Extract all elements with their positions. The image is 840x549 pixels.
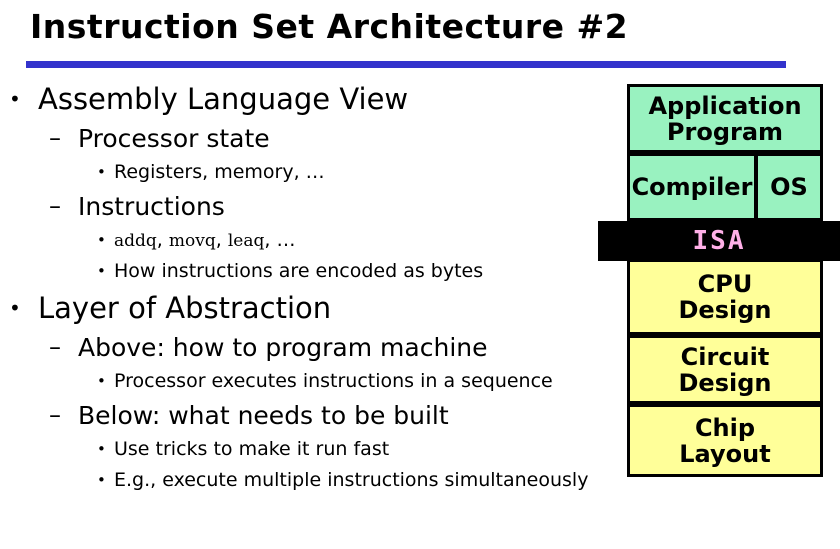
bullet-text: Above: how to program machine [78, 333, 488, 362]
layer-box-compiler: Compiler [627, 153, 757, 221]
bullet-item: • E.g., execute multiple instructions si… [0, 465, 640, 496]
bullet-text-code: addq, movq, leaq, … [114, 225, 295, 257]
code-token: addq [114, 231, 157, 251]
layer-box-circuit-design: Circuit Design [627, 335, 823, 404]
bullet-marker: – [49, 124, 61, 152]
bullet-marker: • [97, 163, 106, 181]
bullet-list: • Assembly Language View – Processor sta… [0, 78, 640, 548]
bullet-text: Below: what needs to be built [78, 401, 449, 430]
bullet-text: E.g., execute multiple instructions simu… [114, 469, 589, 491]
bullet-item: • Layer of Abstraction [0, 287, 640, 329]
layer-label-line1: Circuit [680, 342, 770, 371]
layer-label: OS [770, 173, 808, 201]
bullet-item-code: • addq, movq, leaq, … [0, 225, 640, 256]
code-separator: , [264, 229, 277, 251]
layer-box-cpu-design: CPU Design [627, 259, 823, 335]
bullet-text: Instructions [78, 192, 225, 221]
layer-label-line2: Design [678, 368, 772, 397]
bullet-item: – Processor state [0, 120, 640, 157]
bullet-item: – Above: how to program machine [0, 329, 640, 366]
bullet-marker: • [9, 296, 21, 320]
layer-label-line2: Program [666, 117, 784, 146]
bullet-item: • Use tricks to make it run fast [0, 434, 640, 465]
bullet-text: Use tricks to make it run fast [114, 438, 390, 460]
bullet-marker: • [97, 262, 106, 280]
bullet-text: How instructions are encoded as bytes [114, 260, 484, 282]
layer-label-line1: Application [648, 91, 802, 120]
bullet-marker: • [97, 231, 106, 249]
bullet-item: • Assembly Language View [0, 78, 640, 120]
code-token: movq [168, 231, 216, 251]
bullet-marker: • [97, 372, 106, 390]
code-separator: , [156, 229, 169, 251]
code-ellipsis: … [276, 229, 296, 251]
layer-box-chip-layout: Chip Layout [627, 404, 823, 477]
layer-label-line2: Layout [679, 439, 771, 468]
bullet-item: – Below: what needs to be built [0, 397, 640, 434]
layer-box-application-program: Application Program [627, 84, 823, 153]
bullet-marker: • [9, 87, 21, 111]
bullet-item: • How instructions are encoded as bytes [0, 256, 640, 287]
page-title: Instruction Set Architecture #2 [30, 7, 629, 46]
layer-label: Compiler [631, 173, 753, 201]
bullet-text: Registers, memory, … [114, 161, 325, 183]
bullet-item: – Instructions [0, 188, 640, 225]
layer-label-line2: Design [678, 296, 772, 324]
bullet-text: Assembly Language View [38, 82, 409, 116]
bullet-item: • Registers, memory, … [0, 157, 640, 188]
bullet-item: • Processor executes instructions in a s… [0, 366, 640, 397]
code-token: leaq [227, 231, 265, 251]
bullet-marker: • [97, 440, 106, 458]
layer-box-os: OS [755, 153, 823, 221]
title-divider [26, 61, 786, 68]
layer-label-line1: CPU [697, 270, 753, 298]
bullet-text: Processor state [78, 124, 270, 153]
bullet-marker: – [49, 192, 61, 220]
bullet-text: Layer of Abstraction [38, 291, 332, 325]
layer-label-line1: Chip [694, 413, 756, 442]
layer-label-isa: ISA [692, 226, 746, 256]
bullet-marker: • [97, 471, 106, 489]
layer-box-isa: ISA [598, 221, 840, 261]
bullet-text: Processor executes instructions in a seq… [114, 370, 553, 392]
code-separator: , [215, 229, 228, 251]
bullet-marker: – [49, 401, 61, 429]
bullet-marker: – [49, 333, 61, 361]
